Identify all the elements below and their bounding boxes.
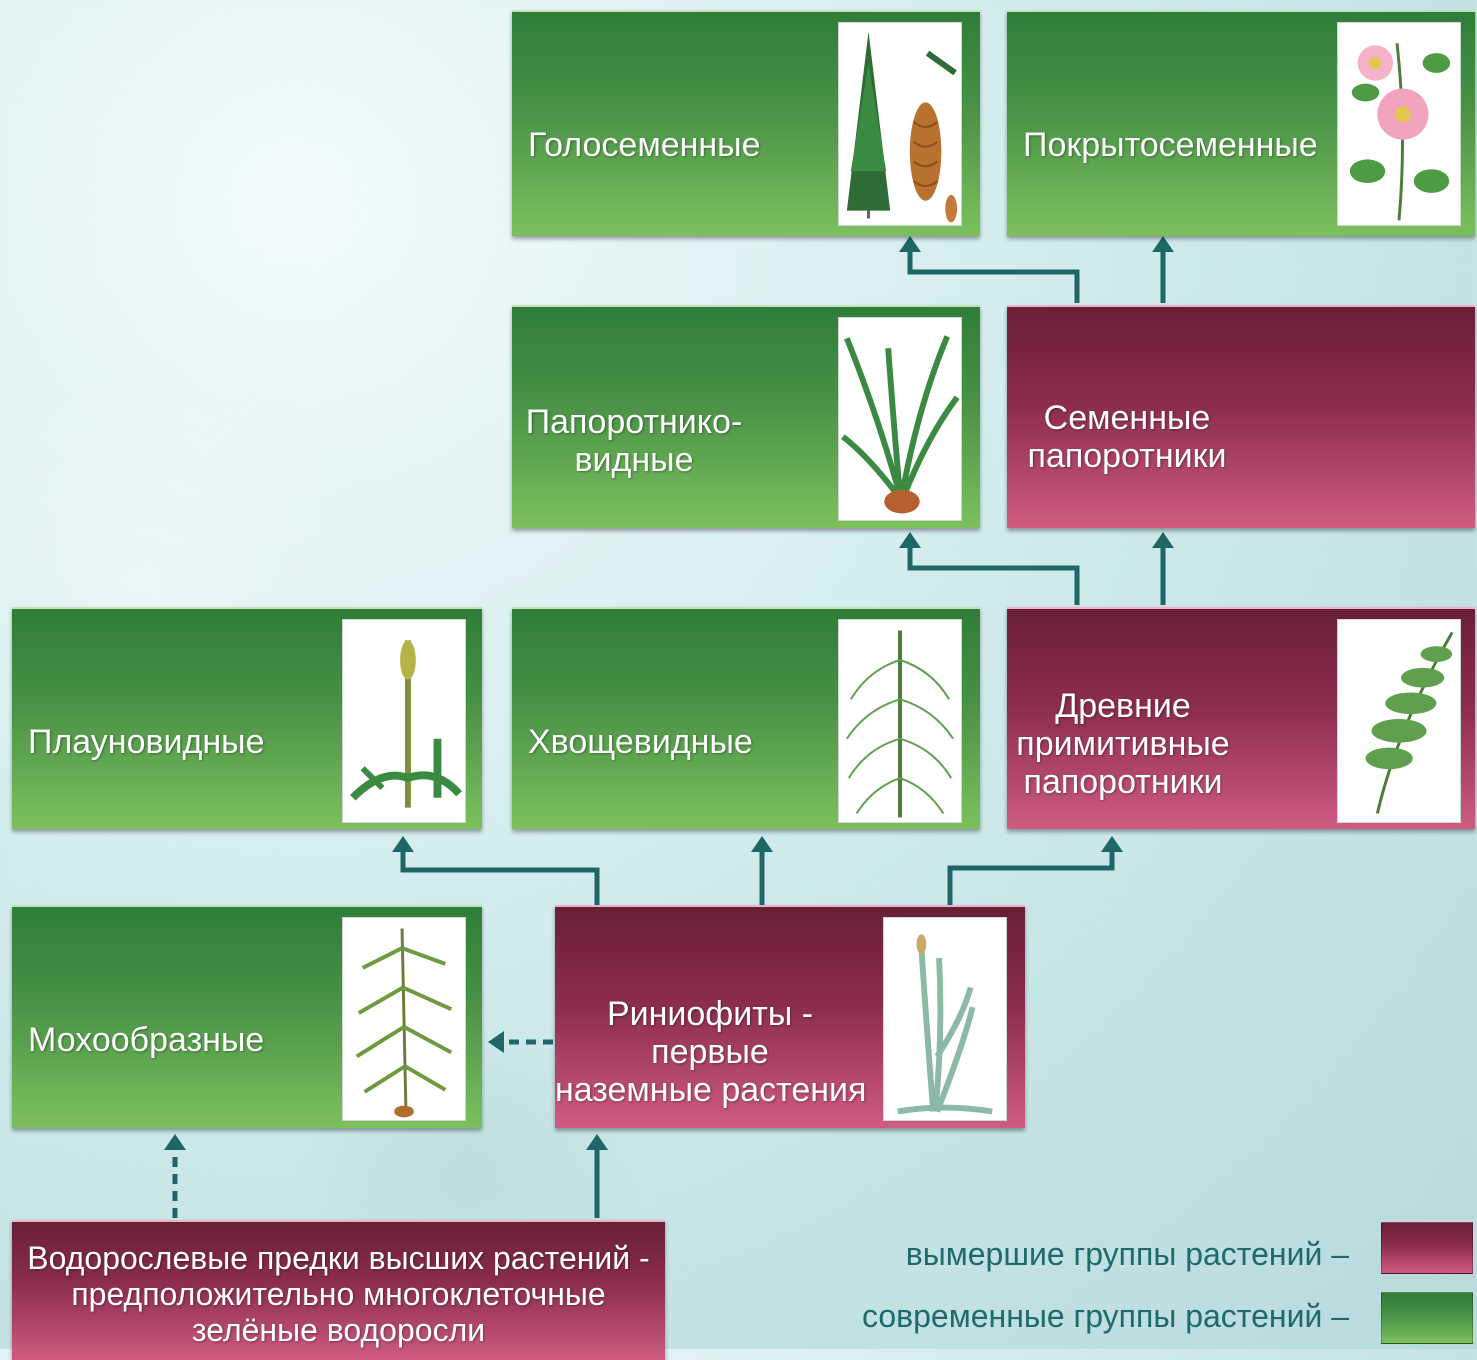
node-label: Древние примитивные папоротники [1007,687,1239,801]
label-line: Папоротнико- [524,403,744,441]
fern-icon [838,317,962,521]
node-gymnosperms: Голосеменные [512,10,980,236]
node-lycophytes: Плауновидные [12,607,482,829]
arrowhead [1101,836,1123,852]
primitive-fern-icon [1337,619,1461,823]
edge-rhyniophytes-lycophytes [403,850,597,905]
legend-extinct-swatch [1381,1222,1473,1274]
legend-extinct-label: вымершие группы растений – [906,1236,1349,1273]
club-moss-icon [342,619,466,823]
node-label: Водорослевые предки высших растений - пр… [12,1240,665,1348]
moss-icon [342,917,466,1121]
node-label: Семенные папоротники [1007,399,1247,475]
wild-rose-icon [1337,22,1461,226]
arrowhead [751,836,773,852]
node-horsetails: Хвощевидные [512,607,980,829]
node-ferns: Папоротнико- видные [512,305,980,528]
node-rhyniophytes: Риниофиты - первые наземные растения [555,905,1025,1128]
label-line: первые [555,1033,865,1071]
node-label: Папоротнико- видные [524,403,744,479]
horsetail-icon [838,619,962,823]
node-bryophytes: Мохообразные [12,905,482,1128]
label-line: папоротники [1007,437,1247,475]
label-line: Древние [1007,687,1239,725]
arrowhead [164,1134,186,1150]
edge-ancient-ferns-ferns [910,546,1077,605]
label-line: зелёные водоросли [12,1312,665,1348]
label-line: наземные растения [555,1071,865,1109]
label-line: видные [524,441,744,479]
label-line: примитивные [1007,725,1239,763]
legend-modern-swatch [1381,1292,1473,1344]
arrowhead [899,236,921,252]
label-line: предположительно многоклеточные [12,1276,665,1312]
arrowhead [1152,236,1174,252]
edge-seed-ferns-gymnosperms [910,250,1077,303]
arrowhead [586,1134,608,1150]
edge-rhyniophytes-ancient-ferns [950,850,1112,905]
arrowhead [899,532,921,548]
node-seed-ferns: Семенные папоротники [1007,305,1475,528]
node-label: Голосеменные [528,126,761,164]
node-angiosperms: Покрытосеменные [1007,10,1475,236]
arrowhead [488,1031,504,1053]
arrowhead [392,836,414,852]
node-algae: Водорослевые предки высших растений - пр… [12,1220,665,1360]
arrowhead [1152,532,1174,548]
label-line: Водорослевые предки высших растений - [12,1240,665,1276]
node-label: Мохообразные [28,1021,264,1059]
legend-modern-label: современные группы растений – [862,1298,1349,1335]
node-label: Риниофиты - первые наземные растения [555,995,865,1109]
node-label: Покрытосеменные [1023,126,1318,164]
label-line: Семенные [1007,399,1247,437]
label-line: папоротники [1007,763,1239,801]
rhynia-icon [883,917,1007,1121]
node-label: Хвощевидные [528,723,753,761]
spruce-cone-icon [838,22,962,226]
node-ancient-ferns: Древние примитивные папоротники [1007,607,1475,829]
node-label: Плауновидные [28,723,265,761]
label-line: Риниофиты - [555,995,865,1033]
